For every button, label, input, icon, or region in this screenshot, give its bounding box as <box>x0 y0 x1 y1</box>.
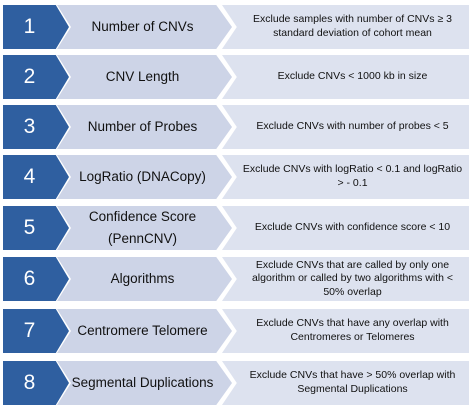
description-box <box>222 309 469 353</box>
description-box <box>222 105 469 149</box>
number-arrow <box>3 105 69 149</box>
number-arrow <box>3 55 69 99</box>
step-5: 5 Confidence Score (PennCNV) Exclude CNV… <box>0 206 474 250</box>
step-criterion: CNV Length <box>105 68 180 84</box>
step-number: 8 <box>23 371 36 394</box>
number-arrow <box>3 361 69 405</box>
criterion-arrow <box>57 5 232 49</box>
step-1: 1 Number of CNVs Exclude samples with nu… <box>0 5 474 49</box>
description-box <box>222 361 469 405</box>
step-number: 1 <box>23 15 36 38</box>
step-description: Exclude samples with number of CNVs ≥ 3 … <box>253 13 452 39</box>
step-4: 4 LogRatio (DNACopy) Exclude CNVs with l… <box>0 155 474 199</box>
criterion-arrow <box>57 257 232 301</box>
step-number: 2 <box>23 65 36 88</box>
number-arrow <box>3 257 69 301</box>
step-number: 4 <box>23 165 36 188</box>
step-3: 3 Number of Probes Exclude CNVs with num… <box>0 105 474 149</box>
step-number: 3 <box>23 115 36 138</box>
number-arrow <box>3 5 69 49</box>
criterion-arrow <box>57 155 232 199</box>
step-criterion: Centromere Telomere <box>77 322 208 338</box>
step-description: Exclude CNVs with logRatio < 0.1 and log… <box>242 163 463 189</box>
criterion-arrow <box>57 309 232 353</box>
step-description: Exclude CNVs with confidence score < 10 <box>254 221 451 234</box>
step-description: Exclude CNVs that have any overlap with … <box>256 317 449 343</box>
step-description: Exclude CNVs that have > 50% overlap wit… <box>249 369 456 395</box>
step-8: 8 Segmental Duplications Exclude CNVs th… <box>0 361 474 405</box>
criterion-arrow <box>57 55 232 99</box>
description-box <box>222 55 469 99</box>
number-arrow <box>3 155 69 199</box>
number-arrow <box>3 309 69 353</box>
step-2: 2 CNV Length Exclude CNVs < 1000 kb in s… <box>0 55 474 99</box>
step-number: 6 <box>23 267 36 290</box>
step-criterion: LogRatio (DNACopy) <box>79 168 206 184</box>
step-description: Exclude CNVs with number of probes < 5 <box>256 120 449 133</box>
step-6: 6 Algorithms Exclude CNVs that are calle… <box>0 257 474 301</box>
criterion-arrow <box>57 105 232 149</box>
criterion-arrow <box>57 361 232 405</box>
description-box <box>222 5 469 49</box>
step-description: Exclude CNVs that are called by only one… <box>251 258 454 298</box>
description-box <box>222 206 469 250</box>
step-number: 5 <box>23 216 36 239</box>
step-criterion: Number of CNVs <box>91 18 194 34</box>
step-number: 7 <box>23 319 36 342</box>
step-criterion: Algorithms <box>110 270 175 286</box>
step-criterion: Confidence Score (PennCNV) <box>88 208 197 246</box>
criterion-arrow <box>57 206 232 250</box>
step-7: 7 Centromere Telomere Exclude CNVs that … <box>0 309 474 353</box>
step-description: Exclude CNVs < 1000 kb in size <box>277 70 428 83</box>
step-criterion: Number of Probes <box>87 118 198 134</box>
number-arrow <box>3 206 69 250</box>
description-box <box>222 257 469 301</box>
description-box <box>222 155 469 199</box>
step-criterion: Segmental Duplications <box>71 374 214 390</box>
